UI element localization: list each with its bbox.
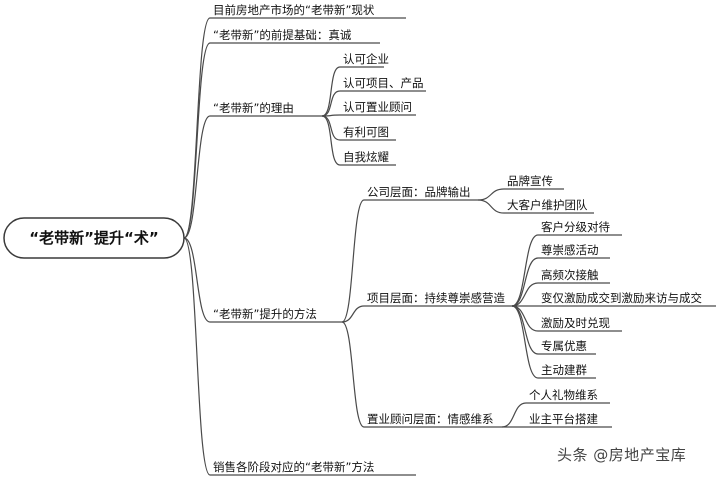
consultant-item-2: 业主平台搭建 — [529, 412, 598, 426]
method-company-edge — [341, 199, 365, 323]
branch-status: 目前房地产市场的“老带新”现状 — [213, 3, 375, 17]
reason-item-4: 有利可图 — [343, 125, 389, 139]
reason-1-edge — [321, 66, 341, 117]
reason-5-edge — [321, 115, 341, 166]
project-item-4: 变仅激励成交到激励来访与成交 — [541, 291, 702, 305]
consultant-item-1-edge — [501, 402, 527, 428]
project-item-1: 客户分级对待 — [541, 220, 610, 234]
branch-reasons: “老带新”的理由 — [213, 101, 294, 115]
watermark: 头条 @房地产宝库 — [557, 446, 687, 464]
branch-premise: “老带新”的前提基础：真诚 — [213, 28, 352, 42]
method-consultant-edge — [341, 321, 365, 428]
reason-item-3: 认可置业顾问 — [343, 100, 412, 114]
root-node — [3, 217, 185, 259]
reason-item-1: 认可企业 — [343, 52, 389, 66]
company-item-2: 大客户维护团队 — [507, 198, 588, 212]
project-item-6: 专属优惠 — [541, 339, 587, 353]
reason-item-5: 自我炫耀 — [343, 150, 389, 164]
project-item-2-edge — [511, 257, 539, 307]
project-item-3-edge — [511, 282, 539, 307]
branch-stages: 销售各阶段对应的“老带新”方法 — [213, 460, 374, 474]
root-label: “老带新”提升“术” — [29, 229, 158, 247]
project-item-5-edge — [511, 305, 539, 332]
project-item-5: 激励及时兑现 — [541, 316, 610, 330]
branch-stages-edge — [183, 237, 211, 476]
reason-item-2: 认可项目、产品 — [343, 76, 424, 90]
method-project-edge — [341, 305, 365, 323]
company-item-1: 品牌宣传 — [507, 174, 553, 188]
project-item-7: 主动建群 — [541, 363, 587, 377]
company-item-2-edge — [477, 199, 505, 214]
branch-methods: “老带新”提升的方法 — [213, 307, 317, 321]
branch-reasons-edge — [183, 115, 211, 239]
method-project: 项目层面：持续尊崇感营造 — [367, 291, 505, 305]
project-item-7-edge — [511, 305, 539, 379]
method-consultant: 置业顾问层面：情感维系 — [367, 412, 494, 426]
company-item-1-edge — [477, 188, 505, 201]
project-item-2: 尊崇感活动 — [541, 243, 599, 257]
reason-2-edge — [321, 90, 341, 117]
branch-status-edge — [183, 17, 211, 239]
branch-premise-edge — [183, 42, 211, 239]
consultant-item-1: 个人礼物维系 — [529, 388, 598, 402]
method-company: 公司层面：品牌输出 — [367, 185, 471, 199]
branch-methods-edge — [183, 237, 211, 323]
project-item-3: 高频次接触 — [541, 268, 599, 282]
